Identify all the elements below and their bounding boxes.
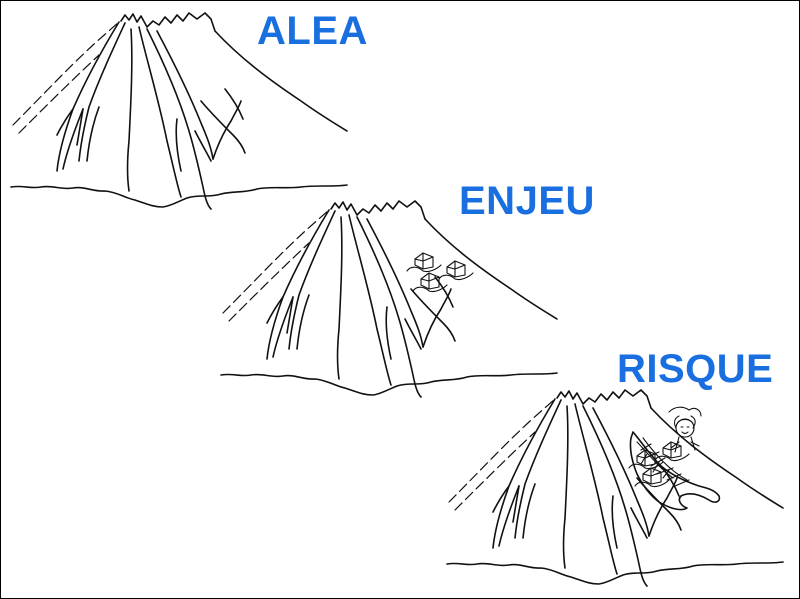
house-icon	[406, 252, 442, 273]
person-icon	[668, 406, 702, 453]
volcano-risque	[446, 389, 784, 587]
label-alea: ALEA	[257, 9, 368, 53]
house-icon	[438, 260, 474, 281]
label-enjeu: ENJEU	[459, 179, 595, 223]
volcano-enjeu	[220, 200, 558, 398]
label-risque: RISQUE	[617, 347, 774, 391]
houses-enjeu	[406, 252, 474, 293]
lava-flow-icon	[629, 431, 721, 511]
